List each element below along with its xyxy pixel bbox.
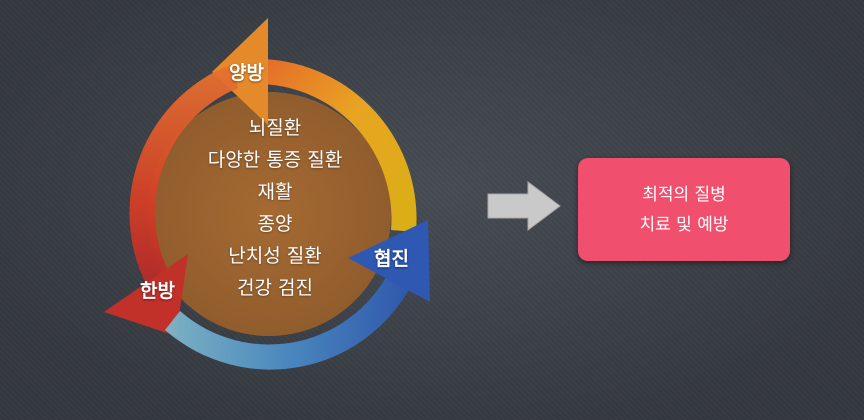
cycle-diagram	[104, 18, 430, 370]
hanbang-arrowhead	[104, 254, 188, 336]
hyeopjin-arc	[165, 263, 416, 370]
center-item: 난치성 질환	[228, 245, 322, 267]
center-item: 다양한 통증 질환	[207, 149, 343, 171]
result-line-2: 치료 및 예방	[639, 214, 729, 235]
hanbang-arc	[129, 64, 238, 300]
right-arrow-icon	[487, 181, 561, 231]
center-item-list: 뇌질환 다양한 통증 질환 재활 종양 난치성 질환 건강 검진	[160, 112, 390, 304]
center-item: 종양	[257, 213, 293, 235]
yangbang-arc	[262, 59, 417, 232]
result-line-1: 최적의 질병	[642, 184, 726, 205]
hyeopjin-arrowhead	[348, 220, 430, 302]
segment-label-hyeopjin: 협진	[374, 248, 409, 270]
segment-label-hanbang: 한방	[140, 280, 175, 302]
center-item: 뇌질환	[248, 117, 302, 139]
segment-label-yangbang: 양방	[229, 62, 264, 84]
result-box: 최적의 질병 치료 및 예방	[578, 158, 790, 261]
yangbang-arrowhead	[212, 18, 268, 125]
center-disc	[147, 92, 391, 336]
center-item: 재활	[257, 181, 293, 203]
center-item: 건강 검진	[237, 277, 313, 299]
